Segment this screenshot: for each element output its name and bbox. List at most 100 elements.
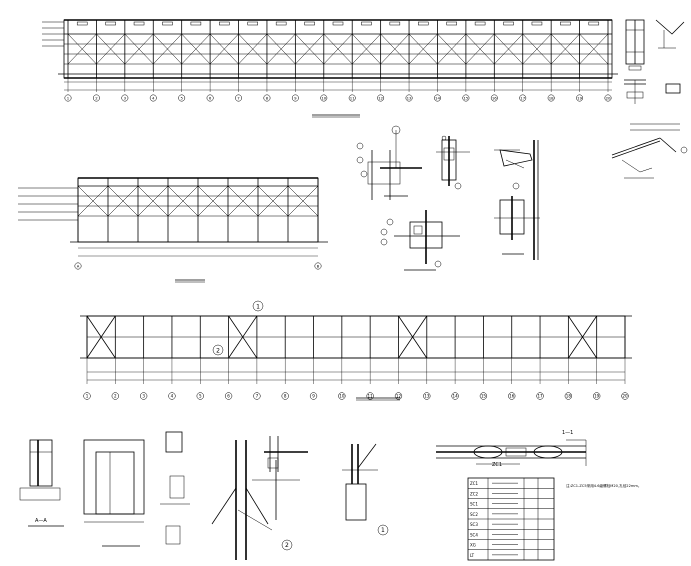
svg-text:19: 19	[594, 394, 600, 399]
svg-text:A: A	[77, 263, 80, 268]
top-brace	[550, 33, 580, 65]
plan-axis-20: 20	[621, 392, 629, 400]
svg-text:11: 11	[368, 394, 374, 399]
top-axis-11: 11	[348, 94, 356, 102]
plan-callout-2: 2	[212, 344, 224, 356]
svg-text:4: 4	[152, 95, 155, 100]
top-axis-5: 5	[178, 94, 186, 102]
side-brace	[77, 185, 109, 217]
top-brace	[67, 33, 97, 65]
svg-text:3: 3	[142, 394, 145, 399]
circle-label-2: 2	[285, 542, 289, 549]
svg-text:6: 6	[209, 95, 212, 100]
top-brace	[323, 33, 353, 65]
plan-axis-6: 6	[224, 392, 233, 400]
top-axis-3: 3	[121, 94, 129, 102]
table-cell: ZC1	[470, 481, 479, 486]
top-brace	[437, 33, 467, 65]
top-brace	[352, 33, 381, 65]
plan-axis-8: 8	[281, 392, 289, 400]
svg-text:8: 8	[266, 95, 269, 100]
top-brace	[238, 33, 268, 65]
svg-text:7: 7	[256, 394, 259, 399]
section-mark: 1—1	[562, 430, 574, 436]
top-brace	[96, 33, 126, 65]
top-axis-20: 20	[604, 94, 612, 102]
table-cell: SC1	[470, 502, 478, 507]
top-brace	[153, 33, 182, 65]
side-brace	[257, 185, 289, 217]
top-axis-4: 4	[149, 94, 157, 102]
footnote: 注:ZC1-ZC5采用4.6级螺栓M20,孔径22mm。	[566, 484, 642, 488]
table-cell: ZC2	[470, 491, 479, 496]
svg-text:14: 14	[435, 95, 440, 100]
plan-axis-14: 14	[451, 392, 459, 400]
svg-text:16: 16	[509, 394, 515, 399]
svg-text:1: 1	[86, 394, 89, 399]
side-brace	[137, 185, 169, 217]
plan-axis-15: 15	[479, 392, 488, 400]
top-brace	[522, 33, 552, 65]
plan-callout-1: 1	[252, 300, 264, 312]
aa-label: A—A	[35, 518, 47, 524]
table-cell: LT	[470, 553, 475, 558]
svg-text:9: 9	[294, 95, 297, 100]
top-brace	[494, 33, 523, 65]
svg-text:6: 6	[227, 394, 230, 399]
svg-text:12: 12	[378, 95, 383, 100]
top-axis-10: 10	[320, 94, 328, 102]
svg-text:5: 5	[199, 394, 202, 399]
svg-text:15: 15	[463, 95, 468, 100]
svg-text:3: 3	[124, 95, 127, 100]
svg-text:13: 13	[424, 394, 430, 399]
plan-axis-18: 18	[564, 392, 573, 400]
svg-text:12: 12	[396, 394, 402, 399]
side-brace	[107, 185, 139, 217]
plan-axis-11: 11	[366, 392, 374, 400]
svg-text:13: 13	[407, 95, 412, 100]
svg-text:8: 8	[284, 394, 287, 399]
plan-axis-9: 9	[309, 392, 318, 400]
top-axis-7: 7	[235, 94, 242, 102]
plan-axis-13: 13	[423, 392, 431, 400]
top-axis-16: 16	[490, 94, 498, 102]
top-axis-8: 8	[263, 94, 271, 102]
svg-text:4: 4	[171, 394, 174, 399]
side-brace	[167, 185, 199, 217]
side-brace	[227, 185, 259, 217]
top-brace	[579, 33, 609, 65]
plan-axis-3: 3	[139, 392, 148, 400]
table-cell: XG	[470, 543, 476, 548]
top-axis-17: 17	[519, 94, 527, 102]
top-axis-9: 9	[291, 94, 299, 102]
svg-text:7: 7	[237, 95, 240, 100]
plan-axis-2: 2	[111, 392, 119, 400]
top-axis-14: 14	[434, 94, 441, 102]
circle-label-1: 1	[381, 527, 385, 534]
svg-text:11: 11	[350, 95, 355, 100]
svg-text:B: B	[317, 263, 320, 268]
plan-axis-5: 5	[196, 392, 204, 400]
side-axis-B: B	[314, 262, 322, 270]
joint-details	[356, 125, 540, 271]
plan-axis-19: 19	[593, 392, 601, 400]
plan-axis-10: 10	[338, 392, 346, 400]
top-brace	[266, 33, 296, 65]
plan-axis-16: 16	[508, 392, 516, 400]
top-brace	[181, 33, 211, 65]
top-axis-2: 2	[92, 94, 100, 102]
side-brace	[287, 185, 319, 217]
top-axis-13: 13	[405, 94, 413, 102]
svg-text:17: 17	[537, 394, 543, 399]
svg-text:1: 1	[67, 95, 70, 100]
svg-text:18: 18	[566, 394, 572, 399]
top-axis-15: 15	[462, 94, 470, 102]
zc1-label: ZC1	[492, 462, 503, 468]
svg-text:2: 2	[95, 95, 98, 100]
detail-column-small	[624, 19, 685, 104]
svg-text:2: 2	[216, 347, 220, 354]
top-brace	[408, 33, 438, 65]
